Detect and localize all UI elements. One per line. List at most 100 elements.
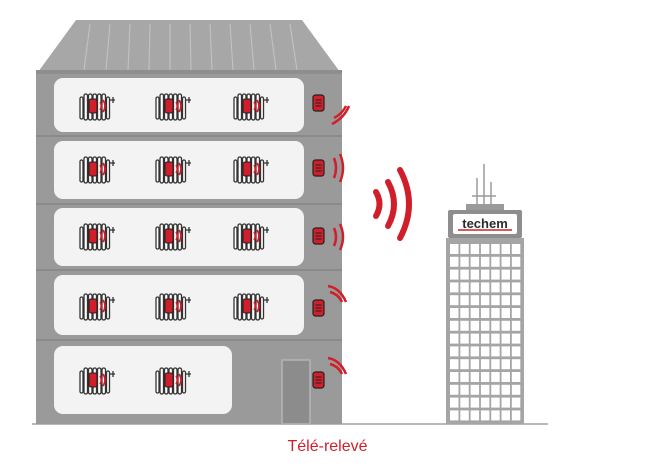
tower-window	[450, 269, 459, 280]
techem-logo: techem	[462, 216, 508, 231]
tower-window	[470, 410, 480, 421]
tower-window	[480, 384, 490, 395]
radiator-icon	[155, 367, 192, 395]
meter-icon	[312, 159, 325, 177]
tower-window	[480, 269, 490, 280]
tower-window	[491, 333, 500, 344]
tower-window	[450, 256, 459, 267]
tower-window	[491, 308, 500, 318]
tower-window	[470, 333, 480, 344]
tower-window	[480, 244, 490, 254]
tower-window	[480, 295, 490, 306]
tower-window	[511, 282, 521, 293]
radiator-icon	[79, 367, 116, 395]
tower-window	[491, 410, 500, 421]
tower-window	[511, 244, 521, 254]
tower-window	[480, 333, 490, 344]
tower-window	[460, 410, 469, 421]
tower-window	[491, 397, 500, 408]
tower-window	[480, 320, 490, 331]
tower-window	[501, 308, 510, 318]
wifi-signal-icon	[332, 153, 345, 183]
radiator-icon	[155, 93, 192, 121]
wifi-signal-icon	[327, 356, 348, 375]
tower-window	[491, 320, 500, 331]
tower-window	[450, 282, 459, 293]
tower-window	[460, 269, 469, 280]
wifi-signal-icon	[327, 284, 348, 303]
tower-window	[450, 346, 459, 357]
tower-window	[470, 384, 480, 395]
tower-window	[511, 269, 521, 280]
tower-window	[511, 320, 521, 331]
tower-window	[460, 397, 469, 408]
tower-icon	[446, 164, 524, 424]
tower-window	[470, 346, 480, 357]
tower-window	[511, 256, 521, 267]
tower-window	[491, 256, 500, 267]
tower-window	[470, 244, 480, 254]
tower-window	[460, 282, 469, 293]
radiator-icon	[79, 223, 116, 251]
tower-window	[491, 295, 500, 306]
tower-window	[460, 333, 469, 344]
meter-icon	[312, 94, 325, 112]
antenna-icon	[472, 164, 496, 208]
tower-window	[450, 333, 459, 344]
tower-window	[460, 359, 469, 370]
tower-window	[511, 295, 521, 306]
tower-window	[480, 410, 490, 421]
tower-window	[480, 308, 490, 318]
tower-window	[511, 397, 521, 408]
tower-window	[480, 372, 490, 382]
tower-window	[511, 410, 521, 421]
building-door	[281, 359, 311, 425]
tower-window	[501, 256, 510, 267]
tower-window	[511, 333, 521, 344]
tower-window	[480, 359, 490, 370]
apartment-building	[36, 20, 351, 425]
radiator-icon	[79, 156, 116, 184]
tower-window	[460, 244, 469, 254]
wifi-signal-icon	[331, 105, 351, 126]
tower-window	[501, 333, 510, 344]
tower-window	[501, 359, 510, 370]
tower-window	[470, 359, 480, 370]
tower-window	[480, 346, 490, 357]
tower-window	[491, 359, 500, 370]
tower-window	[470, 295, 480, 306]
tower-window	[501, 346, 510, 357]
radiator-icon	[233, 156, 270, 184]
tower-window	[501, 269, 510, 280]
logo-sign	[453, 214, 517, 234]
tower-window	[450, 410, 459, 421]
tower-window	[470, 308, 480, 318]
tower-window	[460, 256, 469, 267]
tower-window	[501, 410, 510, 421]
tower-window	[491, 372, 500, 382]
tower-window	[491, 244, 500, 254]
radiator-icon	[233, 293, 270, 321]
radiator-icon	[155, 293, 192, 321]
tower-window	[450, 320, 459, 331]
tower-window	[501, 244, 510, 254]
wifi-signal-icon	[373, 167, 412, 241]
tower-window	[460, 320, 469, 331]
tower-window	[460, 346, 469, 357]
tower-window	[470, 256, 480, 267]
tower-window	[450, 359, 459, 370]
radiator-icon	[79, 293, 116, 321]
tower-window	[450, 397, 459, 408]
tower-window	[511, 346, 521, 357]
tower-window	[460, 372, 469, 382]
tower-window	[501, 282, 510, 293]
tower-window	[480, 256, 490, 267]
radiator-icon	[155, 223, 192, 251]
tower-window	[491, 269, 500, 280]
tower-window	[501, 320, 510, 331]
caption: Télé-relevé	[287, 438, 368, 455]
tower-window	[511, 308, 521, 318]
radiator-icon	[155, 156, 192, 184]
tower-window	[450, 372, 459, 382]
